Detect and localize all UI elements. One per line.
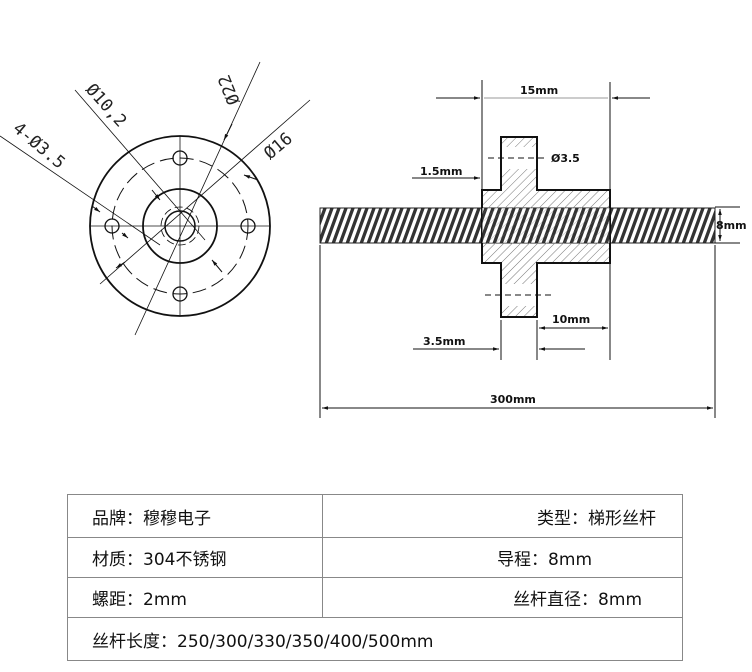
shoulder-label: 10mm: [552, 313, 590, 326]
lengths: 丝杆长度：250/300/330/350/400/500mm: [92, 632, 434, 652]
material: 材质：304不锈钢: [92, 550, 227, 570]
side-view: 15mm Ø3.5 1.5mm 10mm 3.5mm 300mm 8mm: [319, 80, 747, 418]
hole-dia-label: Ø3.5: [551, 152, 580, 165]
flange-label: 3.5mm: [423, 335, 465, 348]
offset-label: 1.5mm: [420, 165, 462, 178]
bolt-circle-label: Ø16: [260, 129, 296, 164]
spec-table: 品牌：穆穆电子 类型：梯形丝杆 材质：304不锈钢 导程：8mm 螺距：2mm …: [67, 494, 683, 661]
pitch: 螺距：2mm: [92, 590, 187, 610]
lead: 导程：8mm: [497, 550, 592, 570]
type: 类型：梯形丝杆: [537, 508, 656, 529]
length-label: 300mm: [490, 393, 536, 406]
holes-label: 4-Ø3.5: [9, 119, 69, 174]
spec-row: 品牌：穆穆电子 类型：梯形丝杆: [68, 495, 682, 538]
nut-length-label: 15mm: [520, 84, 558, 97]
spec-row: 材质：304不锈钢 导程：8mm: [68, 538, 682, 578]
brand: 品牌：穆穆电子: [92, 508, 211, 529]
front-view: [0, 61, 311, 336]
diameter: 丝杆直径：8mm: [513, 590, 642, 610]
outer-diameter-label: Ø22: [215, 72, 245, 108]
screw-dia-label: 8mm: [716, 219, 747, 232]
spec-row: 螺距：2mm 丝杆直径：8mm: [68, 578, 682, 618]
spec-row: 丝杆长度：250/300/330/350/400/500mm: [68, 618, 682, 661]
